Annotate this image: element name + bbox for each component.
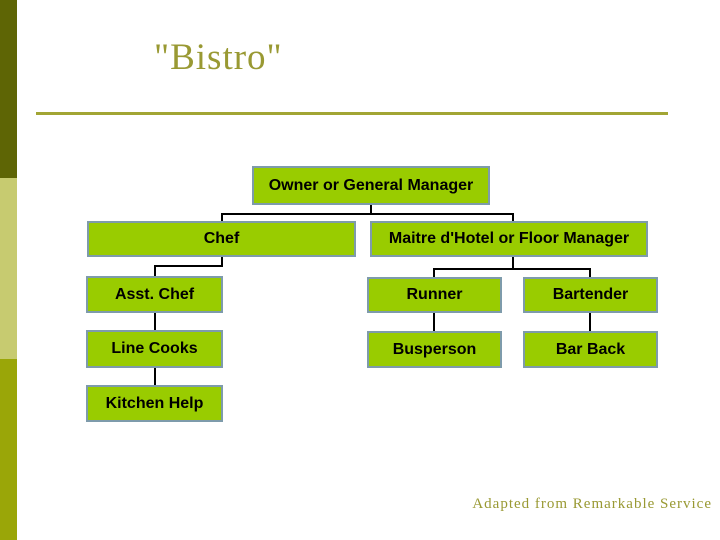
connector-maitre-horizontal xyxy=(433,268,591,270)
connector-owner-down xyxy=(370,205,372,215)
connector-asst-to-linecooks xyxy=(154,312,156,331)
org-node-maitre-dhotel: Maitre d'Hotel or Floor Manager xyxy=(370,221,648,257)
sidebar-accent-middle xyxy=(0,178,17,359)
org-node-runner: Runner xyxy=(367,277,502,313)
connector-to-runner xyxy=(433,268,435,278)
connector-level1-horizontal xyxy=(221,213,514,215)
connector-maitre-down xyxy=(512,257,514,270)
connector-runner-to-busperson xyxy=(433,313,435,332)
connector-to-chef xyxy=(221,213,223,222)
org-node-bartender: Bartender xyxy=(523,277,658,313)
sidebar-accent-bottom xyxy=(0,359,17,540)
org-node-asst-chef: Asst. Chef xyxy=(86,276,223,313)
connector-to-maitre xyxy=(512,213,514,222)
org-node-bar-back: Bar Back xyxy=(523,331,658,368)
org-node-busperson: Busperson xyxy=(367,331,502,368)
slide-title: "Bistro" xyxy=(154,37,283,78)
attribution-text: Adapted from Remarkable Service xyxy=(472,496,712,512)
connector-chef-down xyxy=(221,257,223,267)
org-node-chef: Chef xyxy=(87,221,356,257)
org-node-line-cooks: Line Cooks xyxy=(86,330,223,368)
org-node-owner: Owner or General Manager xyxy=(252,166,490,205)
org-node-kitchen-help: Kitchen Help xyxy=(86,385,223,422)
connector-bartender-to-barback xyxy=(589,313,591,332)
title-underline xyxy=(36,112,668,115)
connector-linecooks-to-kitchenhelp xyxy=(154,367,156,386)
connector-chef-elbow xyxy=(154,265,223,267)
sidebar-accent-top xyxy=(0,0,17,178)
connector-to-asst-chef xyxy=(154,265,156,277)
connector-to-bartender xyxy=(589,268,591,278)
